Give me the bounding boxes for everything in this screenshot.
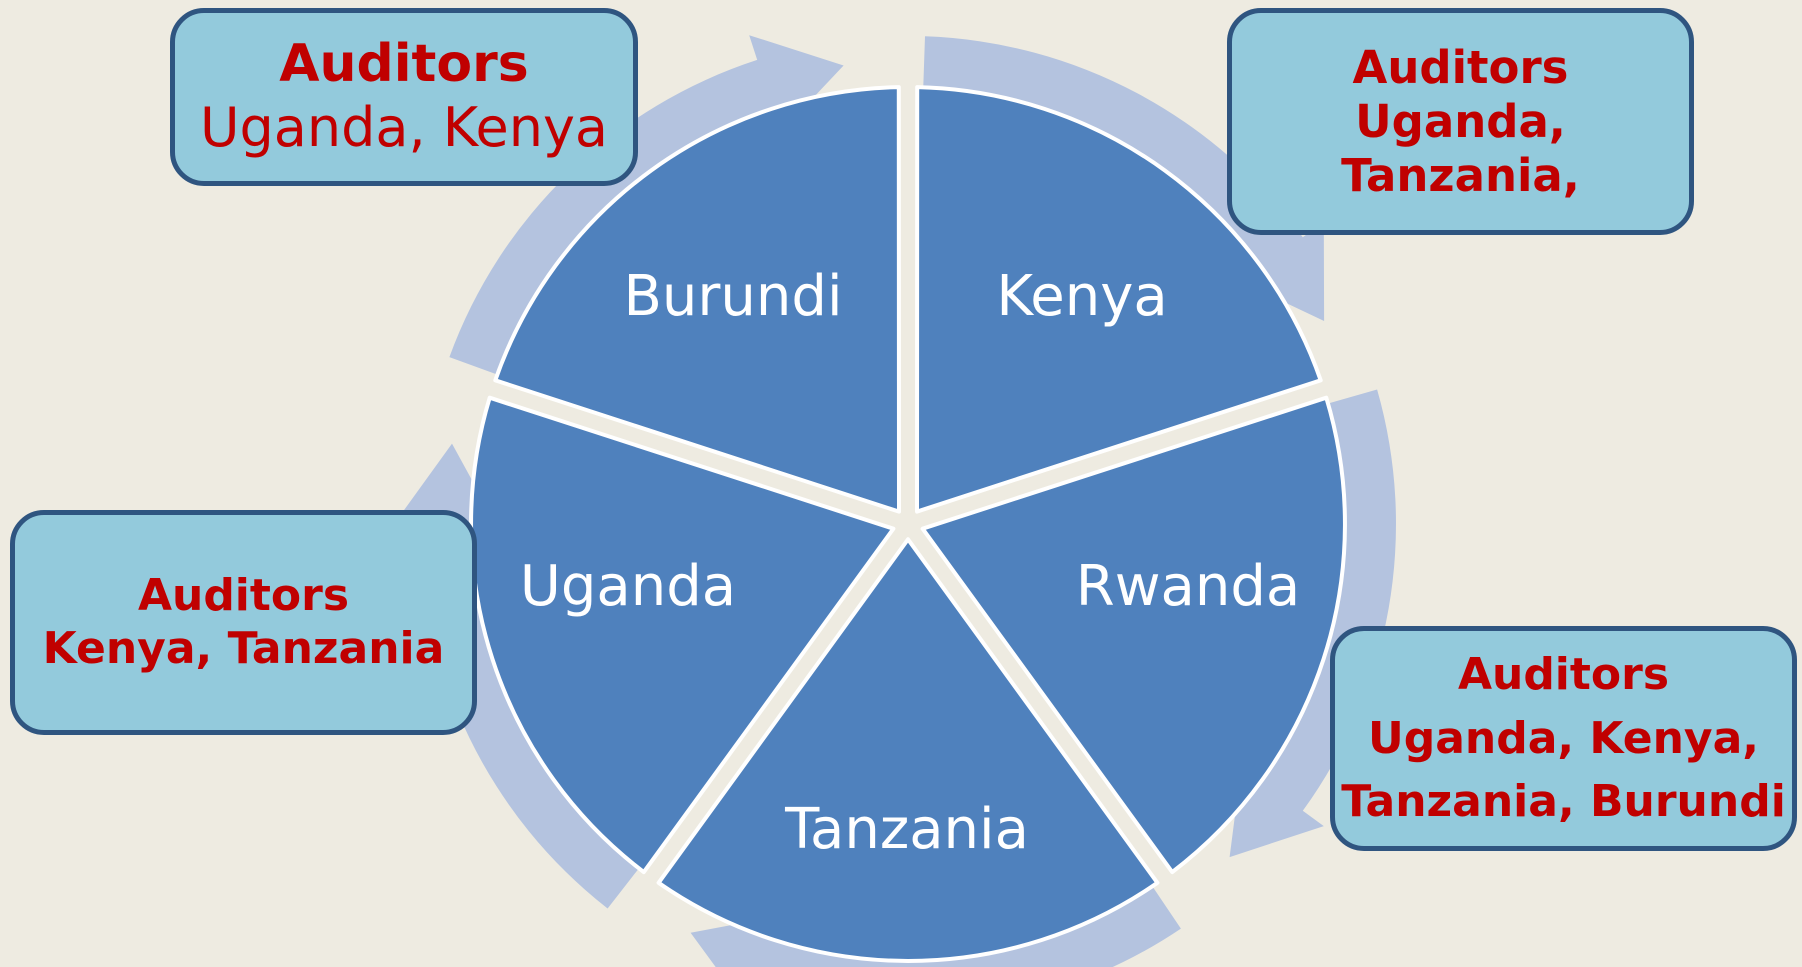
note-heading: Auditors [1457, 648, 1670, 700]
note-auditor-list: Uganda, Kenya [199, 95, 609, 159]
note-auditor-list: Uganda, Tanzania, [1341, 94, 1580, 202]
auditors-note-rwanda: Auditors Uganda, Kenya, Tanzania, Burund… [1330, 626, 1797, 851]
auditors-note-uganda: Auditors Kenya, Tanzania [10, 510, 477, 735]
segment-label-uganda: Uganda [520, 554, 736, 619]
cycle-segments [469, 85, 1347, 963]
note-heading: Auditors [279, 34, 529, 95]
auditors-note-burundi: Auditors Uganda, Kenya [170, 8, 638, 186]
cycle-arrow [449, 35, 844, 375]
segment-tanzania [656, 537, 1160, 963]
note-auditor-list-line1: Uganda, Kenya, [1367, 712, 1760, 764]
note-auditor-list-line2: Tanzania, Burundi [1341, 776, 1786, 828]
segment-labels: Kenya Rwanda Tanzania Uganda Burundi [520, 264, 1300, 862]
segment-label-rwanda: Rwanda [1076, 554, 1300, 619]
segment-label-burundi: Burundi [623, 264, 842, 329]
cycle-arrow [1229, 389, 1396, 858]
segment-label-kenya: Kenya [996, 264, 1167, 329]
segment-uganda [469, 395, 896, 875]
note-heading: Auditors [137, 569, 350, 621]
segment-kenya [915, 85, 1323, 514]
segment-burundi [493, 85, 901, 514]
auditors-note-kenya: Auditors Uganda, Tanzania, [1227, 8, 1694, 235]
note-heading: Auditors [1352, 40, 1569, 94]
segment-label-tanzania: Tanzania [784, 797, 1029, 862]
segment-rwanda [920, 395, 1347, 875]
note-auditor-list: Kenya, Tanzania [42, 622, 445, 674]
cycle-arrow [690, 887, 1181, 967]
